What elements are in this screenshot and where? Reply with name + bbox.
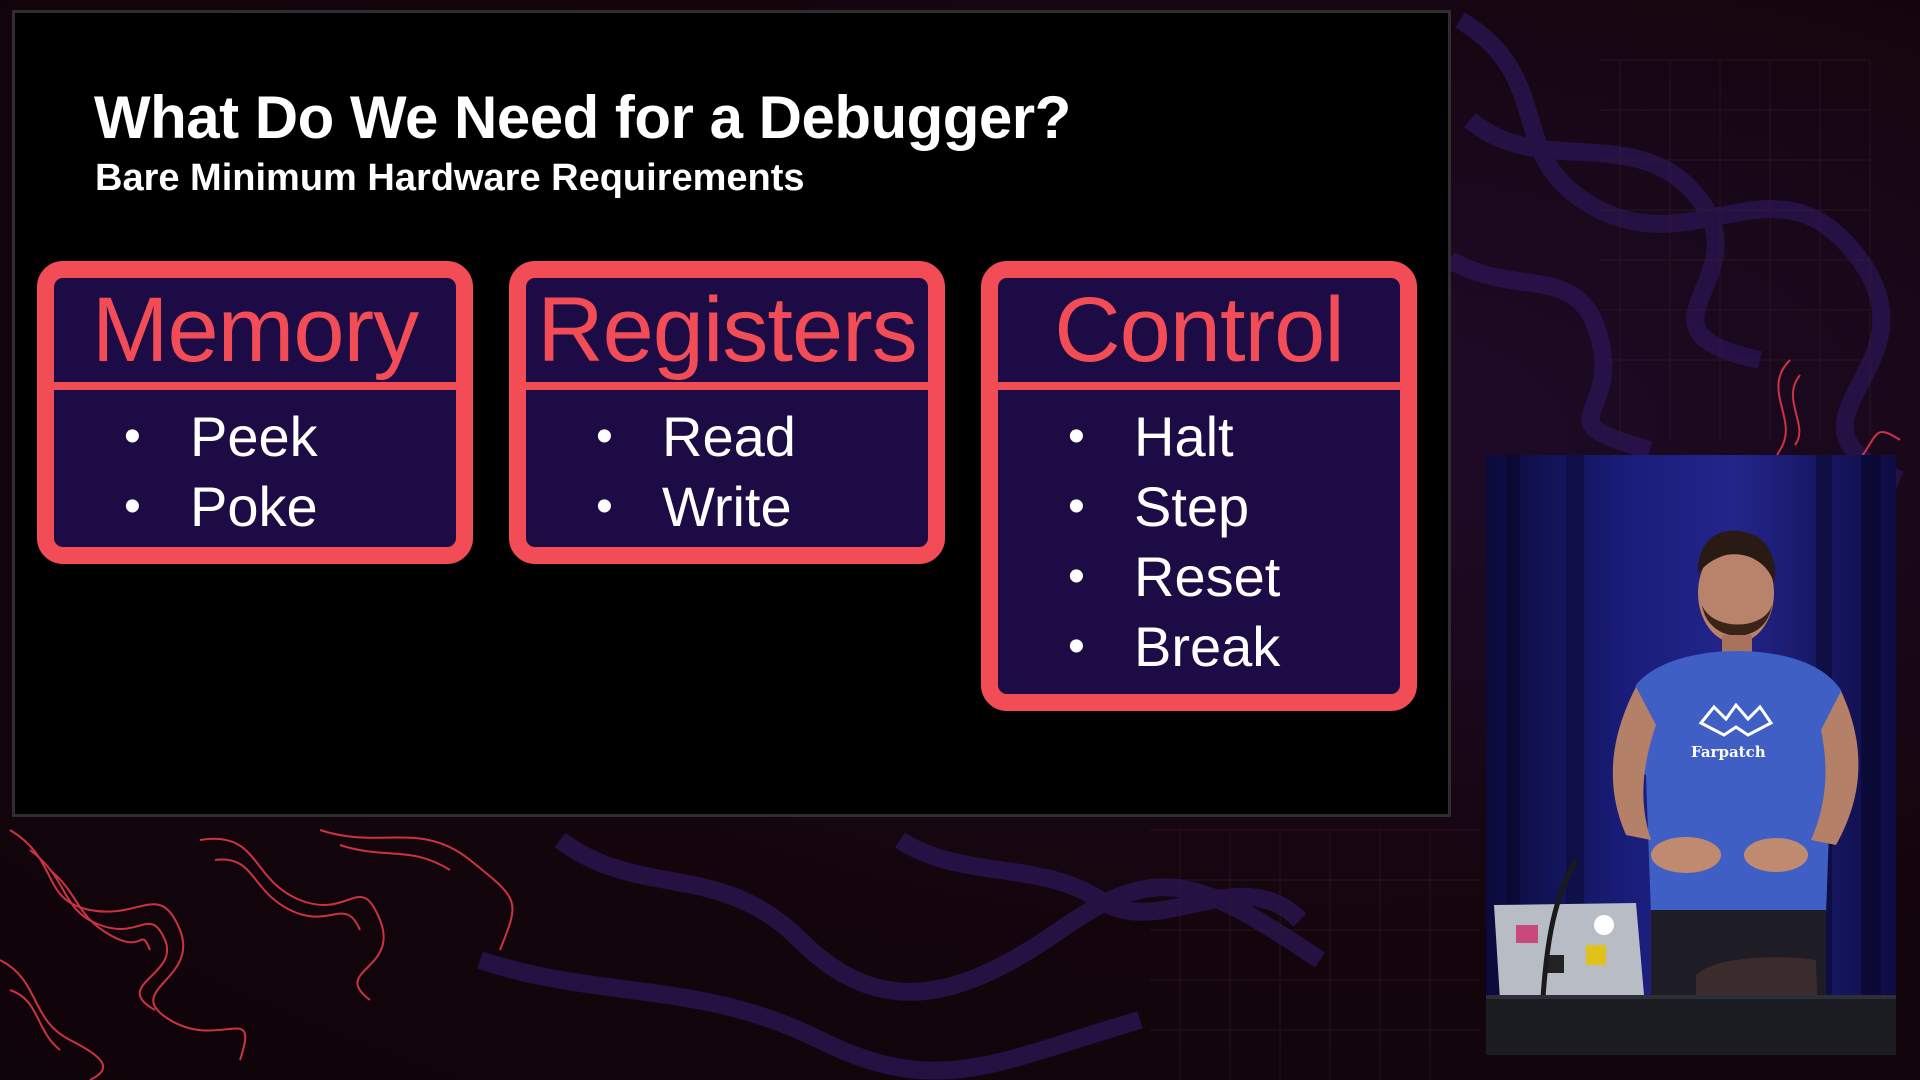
- shirt-logo-icon: [1698, 702, 1774, 737]
- presenter-hair: [1697, 530, 1776, 583]
- list-item-label: Write: [662, 475, 792, 538]
- list-item: • Step: [1068, 472, 1400, 542]
- control-card-heading: Control: [998, 278, 1400, 390]
- laptop-sticker: [1546, 955, 1564, 973]
- list-item-label: Read: [662, 405, 796, 468]
- memory-card-list: • Peek • Poke: [54, 390, 456, 542]
- list-item-label: Poke: [190, 475, 318, 538]
- presenter-right-arm: [1811, 691, 1859, 845]
- registers-card-list: • Read • Write: [526, 390, 928, 542]
- registers-card: Registers • Read • Write: [509, 261, 945, 564]
- bullet-icon: •: [596, 410, 613, 463]
- list-item-label: Break: [1134, 615, 1281, 678]
- presenter-left-arm: [1612, 687, 1656, 840]
- list-item: • Break: [1068, 612, 1400, 682]
- list-item: • Peek: [124, 402, 456, 472]
- stage-podium-edge: [1486, 995, 1896, 999]
- presenter-shirt: [1621, 651, 1858, 915]
- microphone: [1539, 858, 1579, 1016]
- bullet-icon: •: [124, 410, 141, 463]
- control-card: Control • Halt • Step • Reset • Break: [981, 261, 1417, 711]
- slide-title: What Do We Need for a Debugger?: [94, 84, 1071, 151]
- presentation-slide: What Do We Need for a Debugger? Bare Min…: [12, 10, 1451, 817]
- list-item: • Poke: [124, 472, 456, 542]
- list-item-label: Halt: [1134, 405, 1234, 468]
- list-item-label: Reset: [1134, 545, 1281, 608]
- presenter-hands: [1651, 837, 1721, 873]
- bullet-icon: •: [1068, 550, 1085, 603]
- laptop-sticker: [1594, 915, 1614, 935]
- presenter-camera-feed: Farpatch: [1486, 455, 1896, 1055]
- memory-card-heading: Memory: [54, 278, 456, 390]
- list-item: • Halt: [1068, 402, 1400, 472]
- bullet-icon: •: [596, 480, 613, 533]
- bullet-icon: •: [1068, 620, 1085, 673]
- list-item-label: Peek: [190, 405, 318, 468]
- bullet-icon: •: [124, 480, 141, 533]
- presenter-hand-right: [1744, 838, 1808, 872]
- registers-card-heading: Registers: [526, 278, 928, 390]
- memory-card: Memory • Peek • Poke: [37, 261, 473, 564]
- presenter-head: [1698, 543, 1774, 643]
- bullet-icon: •: [1068, 480, 1085, 533]
- stage-podium: [1486, 995, 1896, 1055]
- list-item-label: Step: [1134, 475, 1250, 538]
- shirt-text: Farpatch: [1691, 743, 1766, 761]
- laptop: [1494, 903, 1644, 1000]
- presenter-beard: [1702, 605, 1772, 636]
- list-item: • Write: [596, 472, 928, 542]
- list-item: • Reset: [1068, 542, 1400, 612]
- laptop-sticker: [1516, 925, 1538, 943]
- list-item: • Read: [596, 402, 928, 472]
- slide-subtitle: Bare Minimum Hardware Requirements: [95, 157, 805, 199]
- presenter-scene: [1486, 455, 1896, 1055]
- bullet-icon: •: [1068, 410, 1085, 463]
- laptop-sticker: [1586, 945, 1606, 965]
- control-card-list: • Halt • Step • Reset • Break: [998, 390, 1400, 682]
